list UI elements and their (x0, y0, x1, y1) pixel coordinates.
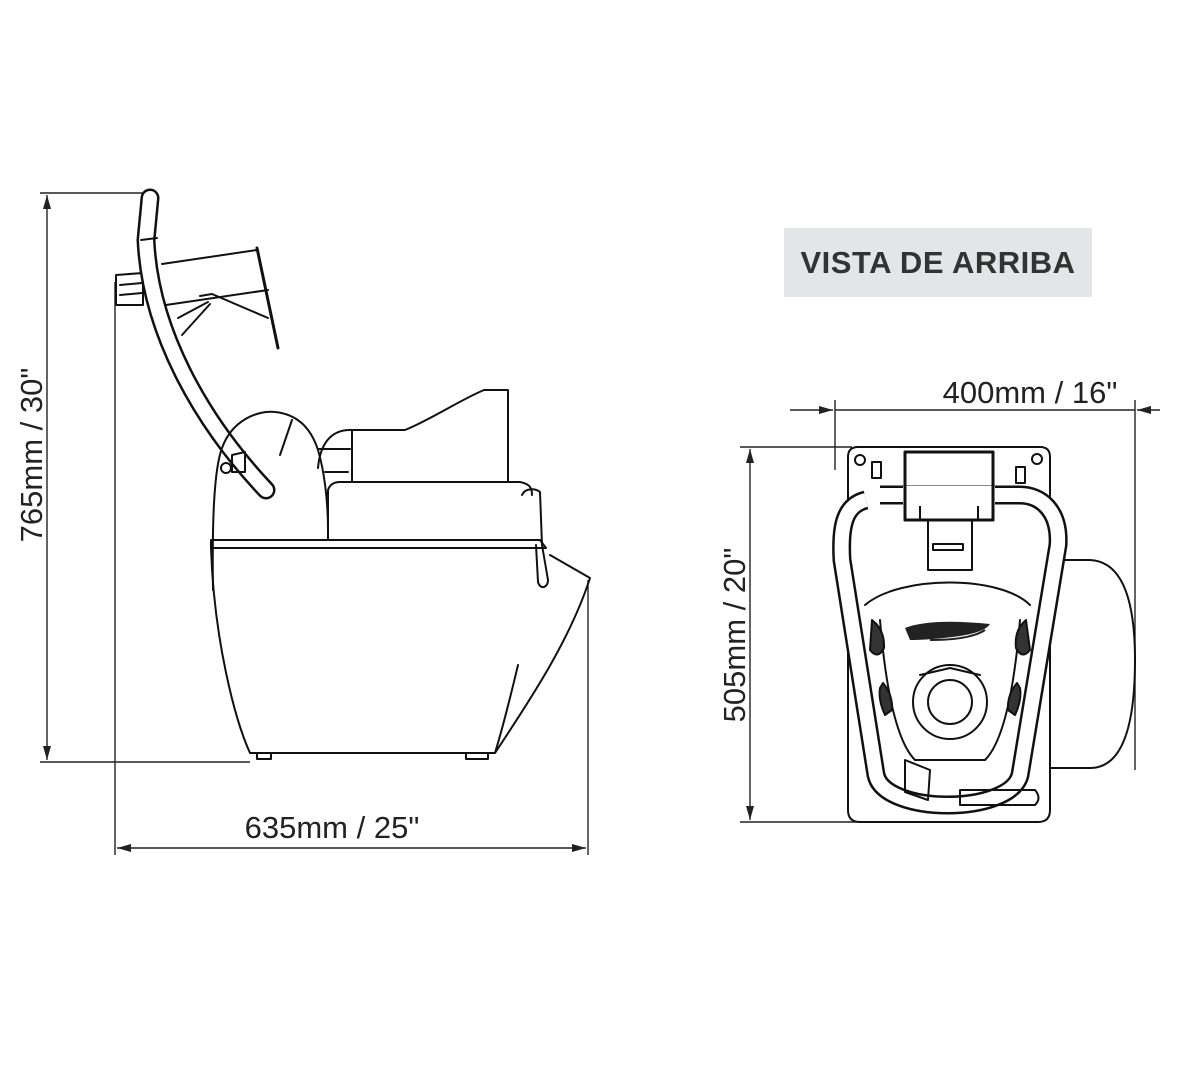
base-plate (847, 446, 1051, 823)
height-dimension-label: 765mm / 30" (14, 368, 49, 543)
lid (327, 481, 549, 588)
top-width-dimension-label: 400mm / 16" (943, 375, 1118, 410)
top-view-title-box: VISTA DE ARRIBA (784, 228, 1092, 297)
width-dimension: 635mm / 25" (114, 282, 589, 855)
pusher-handle (136, 188, 276, 500)
motor-housing (1049, 559, 1136, 769)
top-depth-dimension-label: 505mm / 20" (717, 548, 752, 723)
brand-logo (905, 621, 990, 641)
top-view-title: VISTA DE ARRIBA (800, 244, 1076, 280)
top-view-drawing: 400mm / 16" 505mm / 20" (717, 375, 1160, 823)
side-view-drawing: 765mm / 30" 635mm / 25" (14, 188, 591, 855)
handle-bar-top (832, 484, 1068, 815)
top-width-dimension: 400mm / 16" (790, 375, 1160, 770)
width-dimension-label: 635mm / 25" (245, 810, 420, 845)
motor-head (211, 410, 329, 591)
outlet-ring (912, 664, 988, 740)
top-depth-dimension: 505mm / 20" (717, 446, 945, 823)
height-dimension: 765mm / 30" (14, 192, 250, 763)
hopper (317, 389, 509, 483)
base-body (210, 539, 591, 760)
feed-chute (115, 246, 280, 350)
